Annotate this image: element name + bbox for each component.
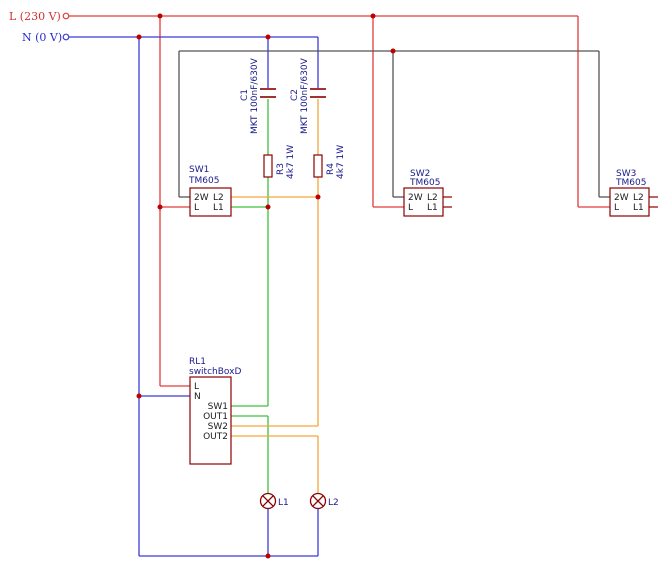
junction (265, 204, 271, 210)
lamp-l1: L1 (259, 492, 289, 510)
rl1-pin-l: L (194, 382, 199, 392)
sw2-value: TM605 (409, 178, 440, 188)
junction (157, 204, 163, 210)
junction (315, 194, 321, 200)
live-rail-label: L (230 V) (9, 10, 61, 23)
r3-value: 4k7 1W (286, 145, 296, 179)
capacitor-c1: C1 MKT 100nF/630V (240, 57, 276, 134)
junction (265, 553, 271, 559)
orange-wire (231, 99, 319, 493)
l1-ref: L1 (278, 498, 289, 508)
neutral-terminal (62, 33, 70, 41)
sw2-pin-l2: L2 (427, 193, 438, 203)
junction (265, 34, 271, 40)
switch-sw1: SW1 TM605 2W L L2 L1 (188, 165, 232, 217)
rl1-pin-n: N (194, 392, 201, 402)
green-wire (231, 99, 269, 493)
sw3-value: TM605 (615, 178, 646, 188)
r4-ref: R4 (326, 163, 336, 175)
capacitor-c2: C2 MKT 100nF/630V (290, 57, 326, 134)
lamp-l2: L2 (309, 492, 339, 510)
c1-ref: C1 (240, 89, 250, 101)
rl1-pin-out1: OUT1 (203, 412, 228, 422)
junction (390, 48, 396, 54)
sw3-pin-l2: L2 (633, 193, 644, 203)
sw1-pin-2w: 2W (194, 193, 209, 203)
sw1-pin-l2: L2 (213, 193, 224, 203)
sw1-pin-l1: L1 (213, 203, 224, 213)
junction (157, 13, 163, 19)
sw1-value: TM605 (188, 176, 219, 186)
traveler-wire (178, 50, 610, 198)
junction (370, 13, 376, 19)
c2-ref: C2 (290, 89, 300, 101)
rl1-ref: RL1 (189, 357, 206, 367)
resistor-r4: R4 4k7 1W (313, 145, 346, 179)
resistor-r3: R3 4k7 1W (263, 145, 296, 179)
junction (136, 34, 142, 40)
sw2-pin-l: L (408, 203, 413, 213)
rl1-value: switchBoxD (189, 367, 241, 377)
l2-ref: L2 (328, 498, 339, 508)
sw1-ref: SW1 (189, 165, 209, 175)
rl1-pin-sw2: SW2 (208, 422, 228, 432)
live-terminal (62, 12, 70, 20)
sw3-pin-2w: 2W (614, 193, 629, 203)
c1-value: MKT 100nF/630V (250, 57, 260, 134)
r4-value: 4k7 1W (336, 145, 346, 179)
neutral-rail (69, 36, 319, 557)
live-rail (69, 15, 610, 387)
sw3-pin-l: L (614, 203, 619, 213)
junctions (136, 13, 396, 559)
relay-rl1: RL1 switchBoxD L N SW1 OUT1 SW2 OUT2 (189, 357, 241, 465)
sw3-pin-l1: L1 (633, 203, 644, 213)
c2-value: MKT 100nF/630V (300, 57, 310, 134)
sw2-ref: SW2 (410, 169, 430, 179)
junction (136, 393, 142, 399)
rl1-pin-out2: OUT2 (203, 432, 228, 442)
rl1-pin-sw1: SW1 (208, 402, 228, 412)
switch-sw2: SW2 TM605 2W L L2 L1 (403, 169, 444, 217)
sw1-pin-l: L (194, 203, 199, 213)
switch-stubs (443, 196, 658, 208)
sw2-pin-l1: L1 (427, 203, 438, 213)
switch-sw3: SW3 TM605 2W L L2 L1 (609, 169, 650, 217)
sw2-pin-2w: 2W (408, 193, 423, 203)
neutral-rail-label: N (0 V) (22, 31, 62, 44)
sw3-ref: SW3 (616, 169, 636, 179)
r3-ref: R3 (276, 163, 286, 175)
